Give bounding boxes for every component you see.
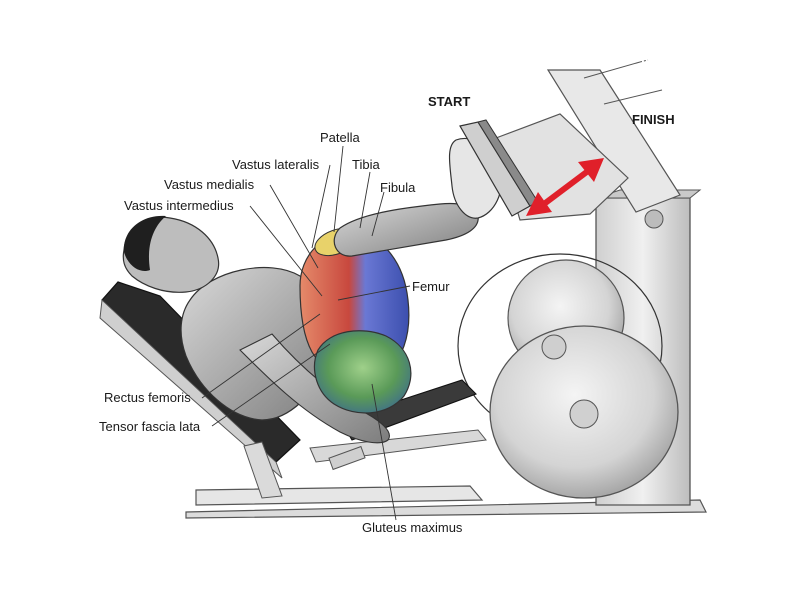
label-tibia: Tibia [352,157,380,172]
leader-tibia [359,171,371,229]
seat-support-leg [243,441,283,499]
base-platform [195,485,484,506]
label-rectus-femoris: Rectus femoris [104,390,191,405]
athlete [122,119,539,444]
label-vastus-lateralis: Vastus lateralis [232,157,320,172]
motion-arrow-shaft [542,165,594,207]
hair [123,215,166,272]
finish-label: FINISH [632,112,675,127]
label-vastus-medialis: Vastus medialis [164,177,255,192]
label-vastus-intermedius: Vastus intermedius [124,198,234,213]
leader-patella [333,145,344,233]
glutes [313,330,412,414]
motion-arrow-head-finish [578,158,604,182]
start-label: START [428,94,471,109]
label-gluteus-maximus: Gluteus maximus [362,520,463,535]
plate-hub [569,399,599,429]
shin [333,202,479,257]
leg-press-machine [99,59,707,519]
label-tensor-fascia-lata: Tensor fascia lata [99,419,201,434]
label-fibula: Fibula [380,180,416,195]
leader-gluteus-maximus [371,383,397,521]
leader-rectus-femoris [201,313,321,399]
label-patella: Patella [320,130,360,145]
guide-rod-dash [639,59,649,63]
plate-hub-back [541,334,567,360]
leader-vastus-lateralis [311,164,331,249]
label-femur: Femur [412,279,450,294]
leader-fibula [371,191,385,237]
guide-rod-lower [603,89,663,105]
leader-vastus-intermedius [249,205,323,297]
guide-rod-upper [583,61,641,79]
leader-tensor-fascia-lata [211,343,331,427]
leader-vastus-medialis [269,184,319,269]
base-rail [185,499,707,519]
seat-handle [328,445,366,471]
seat-back-frame [99,298,283,479]
leader-lines [201,145,411,521]
frame-bolt [644,209,664,229]
motion-arrow-head-start [526,192,552,216]
leader-femur [337,285,411,301]
motion-arrow [526,158,604,216]
